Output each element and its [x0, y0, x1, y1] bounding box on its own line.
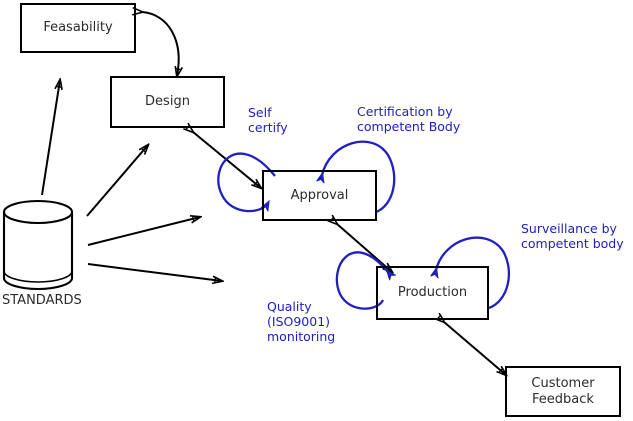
loop-production-quality — [335, 251, 388, 310]
edge-standards-to-feasability — [41, 80, 60, 196]
node-feasability-label: Feasability — [43, 20, 113, 35]
node-design[interactable]: Design — [110, 76, 225, 128]
datastore-standards-label: STANDARDS — [2, 293, 82, 308]
node-design-label: Design — [145, 94, 190, 109]
edge-standards-to-production — [87, 263, 222, 281]
annotation-certification-by-competent-body: Certification by competent Body — [357, 104, 461, 134]
edge-standards-to-design — [86, 145, 148, 217]
loop-approval-self-certify — [217, 152, 276, 212]
annotation-surveillance-by-competent-body: Surveillance by competent body — [521, 221, 624, 251]
edge-approval-to-production — [337, 224, 392, 272]
edge-production-to-customer-feedback — [444, 322, 506, 375]
node-feasability[interactable]: Feasability — [20, 3, 136, 53]
node-approval-label: Approval — [290, 187, 349, 203]
node-production-label: Production — [397, 285, 468, 300]
annotation-self-certify: Self certify — [248, 105, 288, 135]
node-approval[interactable]: Approval — [262, 170, 377, 221]
datastore-standards-shape — [2, 199, 74, 291]
node-customer-feedback-label: Customer Feedback — [531, 375, 595, 407]
node-production[interactable]: Production — [376, 266, 489, 320]
loop-approval-certification — [322, 140, 396, 214]
annotation-quality-iso9001-monitoring: Quality (ISO9001) monitoring — [267, 299, 336, 344]
edge-design-to-feasability — [142, 12, 179, 76]
loop-production-surveillance — [436, 236, 511, 310]
edge-standards-to-approval — [87, 217, 200, 246]
node-customer-feedback[interactable]: Customer Feedback — [505, 366, 621, 417]
